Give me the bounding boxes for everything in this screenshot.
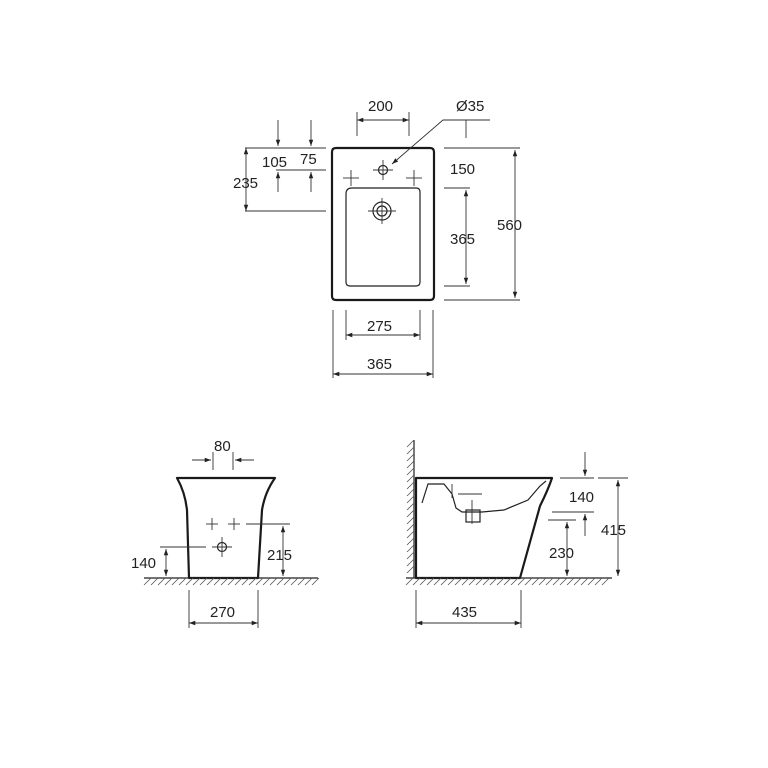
dim-75-label: 75 [300,151,317,168]
side-view-outline [414,476,554,580]
side-dim-415-label: 415 [601,522,626,539]
dim-365-vertical-label: 365 [450,231,475,248]
dim-235-label: 235 [233,175,258,192]
dim-200-label: 200 [368,98,393,115]
top-view-bowl [345,187,421,287]
front-tap-holes-icon [206,518,240,557]
wall-hatch [406,439,415,574]
front-dim-140-label: 140 [131,555,156,572]
front-dim-270-label: 270 [210,604,235,621]
side-dim-140-label: 140 [569,489,594,506]
top-view: 200 Ø35 235 105 75 150 365 560 275 [233,98,522,378]
dim-275-label: 275 [367,318,392,335]
dim-365-horizontal-label: 365 [367,356,392,373]
side-floor-hatch [405,577,610,586]
side-dim-230-label: 230 [549,545,574,562]
front-view-outline [175,476,277,580]
tap-hole-right-icon [406,170,422,186]
front-dim-80-label: 80 [214,438,231,455]
front-floor-hatch [143,577,320,586]
dim-560-label: 560 [497,217,522,234]
dim-150-label: 150 [450,161,475,178]
drain-hole-icon [368,198,396,224]
dim-105-label: 105 [262,154,287,171]
tap-hole-center-icon [373,160,393,180]
front-dim-215-label: 215 [267,547,292,564]
top-view-outline [330,146,436,302]
side-view-bowl [421,480,547,513]
front-view: 80 140 215 270 [131,438,320,628]
tap-hole-left-icon [343,170,359,186]
side-view: 140 415 230 435 [405,439,628,628]
dim-dia35-label: Ø35 [456,98,484,115]
side-drain-icon [451,484,482,524]
side-dim-435-label: 435 [452,604,477,621]
